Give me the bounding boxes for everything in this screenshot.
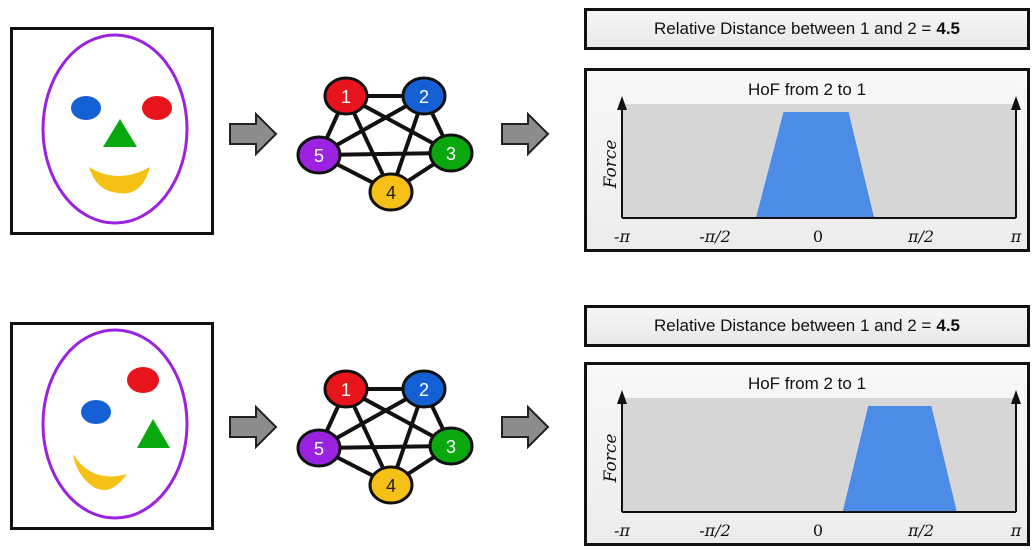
face-outline xyxy=(41,328,189,520)
arrow-2b xyxy=(501,404,550,450)
red-eye xyxy=(127,367,159,393)
yellow-mouth xyxy=(89,167,150,194)
x-tick-pi: π xyxy=(1010,521,1022,540)
distance-label: Relative Distance between 1 and 2 = xyxy=(653,19,932,38)
distance-value: 4.5 xyxy=(936,19,960,38)
graph-2: 1 2 3 4 5 xyxy=(296,369,474,505)
x-tick-neg-pi: -π xyxy=(614,227,630,246)
x-tick-neg-half-pi: -π/2 xyxy=(699,227,731,246)
blue-eye xyxy=(81,400,111,424)
x-tick-neg-pi: -π xyxy=(614,521,630,540)
y-axis-arrowhead-left xyxy=(617,96,627,110)
graph-node-3: 3 xyxy=(428,426,474,466)
x-tick-zero: 0 xyxy=(812,521,824,540)
graph-node-2: 2 xyxy=(401,76,447,116)
arrow-2a xyxy=(229,404,278,450)
y-axis-arrowhead-right xyxy=(1011,390,1021,404)
svg-text:1: 1 xyxy=(341,380,351,400)
distance-value: 4.5 xyxy=(936,316,960,335)
hof-plot-2 xyxy=(617,390,1021,513)
relative-distance-box-2: Relative Distance between 1 and 2 = 4.5 xyxy=(584,305,1030,347)
green-triangle-nose xyxy=(103,119,137,147)
graph-node-5: 5 xyxy=(296,428,342,468)
svg-text:1: 1 xyxy=(341,87,351,107)
graph-node-1: 1 xyxy=(323,76,369,116)
svg-text:3: 3 xyxy=(446,144,456,164)
x-tick-zero: 0 xyxy=(812,227,824,246)
row-1: 1 2 3 4 5 Relative Distance betwee xyxy=(0,0,1036,270)
svg-text:5: 5 xyxy=(314,146,324,166)
red-eye xyxy=(142,96,172,120)
hof-trapezoid xyxy=(755,112,875,218)
y-axis-arrowhead-right xyxy=(1011,96,1021,110)
graph-node-5: 5 xyxy=(296,135,342,175)
hof-title: HoF from 2 to 1 xyxy=(747,374,867,393)
svg-text:3: 3 xyxy=(446,437,456,457)
graph-node-1: 1 xyxy=(323,369,369,409)
svg-text:4: 4 xyxy=(386,476,396,496)
distance-label: Relative Distance between 1 and 2 = xyxy=(653,316,932,335)
x-tick-half-pi: π/2 xyxy=(907,227,935,246)
graph-node-2: 2 xyxy=(401,369,447,409)
face-drawing xyxy=(41,328,189,520)
y-axis-arrowhead-left xyxy=(617,390,627,404)
x-tick-half-pi: π/2 xyxy=(907,521,935,540)
graph-node-4: 4 xyxy=(368,465,414,505)
arrow-1b xyxy=(501,111,550,157)
yellow-mouth xyxy=(73,454,127,490)
graph-1: 1 2 3 4 5 xyxy=(296,76,474,212)
face-image-2 xyxy=(10,322,214,530)
blue-eye xyxy=(71,96,101,120)
x-tick-pi: π xyxy=(1010,227,1022,246)
svg-text:4: 4 xyxy=(386,183,396,203)
hof-title: HoF from 2 to 1 xyxy=(747,80,867,99)
hof-plot-1 xyxy=(617,96,1021,219)
hof-panel-1: HoF from 2 to 1 Force -π -π/2 0 π/2 π xyxy=(584,68,1030,252)
face-outline xyxy=(41,33,189,225)
svg-text:5: 5 xyxy=(314,439,324,459)
relative-distance-box-1: Relative Distance between 1 and 2 = 4.5 xyxy=(584,8,1030,50)
face-image-1 xyxy=(10,27,214,235)
hof-trapezoid xyxy=(842,406,957,512)
svg-text:2: 2 xyxy=(419,380,429,400)
graph-node-4: 4 xyxy=(368,172,414,212)
graph-node-3: 3 xyxy=(428,133,474,173)
x-tick-neg-half-pi: -π/2 xyxy=(699,521,731,540)
arrow-1a xyxy=(229,111,278,157)
svg-text:2: 2 xyxy=(419,87,429,107)
green-triangle-nose xyxy=(137,419,170,448)
face-drawing xyxy=(41,33,189,225)
hof-panel-2: HoF from 2 to 1 Force -π -π/2 0 π/2 π xyxy=(584,362,1030,546)
plot-area xyxy=(622,398,1016,512)
